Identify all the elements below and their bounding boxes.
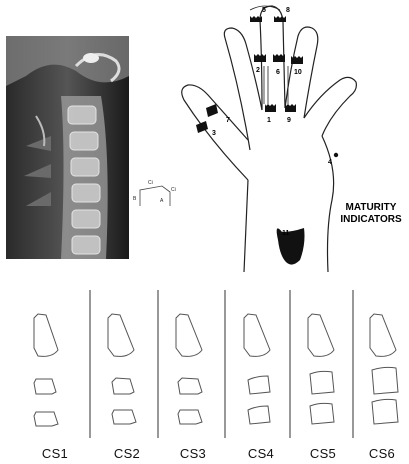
maturity-line2: INDICATORS [336, 214, 406, 226]
marker-9: 9 [287, 117, 291, 124]
stage-cs4: CS4 [236, 446, 286, 461]
stage-cs2: CS2 [102, 446, 152, 461]
maturity-line1: MATURITY [336, 202, 406, 214]
stage-cs6: CS6 [357, 446, 407, 461]
marker-6: 6 [276, 69, 280, 76]
label-b: B [133, 196, 137, 202]
marker-7: 7 [226, 117, 230, 124]
marker-2: 2 [256, 67, 260, 74]
marker-5: 5 [262, 7, 266, 14]
cervical-radiograph [6, 36, 129, 259]
marker-3: 3 [212, 130, 216, 137]
hand-diagram: 5 8 2 6 10 1 9 7 3 4 11 [170, 0, 409, 272]
label-a: A [160, 198, 164, 204]
marker-4: 4 [328, 159, 332, 166]
marker-11: 11 [282, 230, 290, 237]
cervical-stages-panel [0, 288, 409, 440]
maturity-indicators-title: MATURITY INDICATORS [336, 202, 406, 226]
marker-8: 8 [286, 7, 290, 14]
marker-1: 1 [267, 117, 271, 124]
stage-cs5: CS5 [298, 446, 348, 461]
label-ci-top: Ci [148, 180, 153, 186]
stage-cs1: CS1 [30, 446, 80, 461]
stage-cs3: CS3 [168, 446, 218, 461]
marker-10: 10 [294, 69, 302, 76]
